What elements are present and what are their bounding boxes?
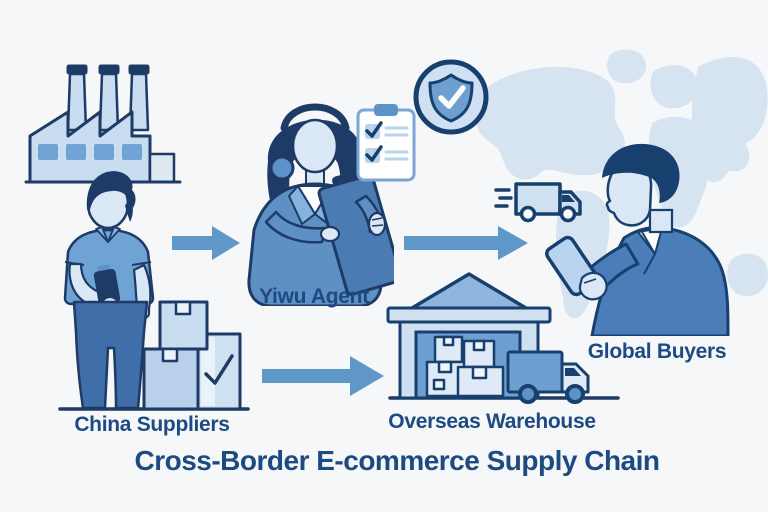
shield-check-badge: [410, 56, 492, 138]
headset-icon: [280, 103, 350, 132]
supplier-person: [50, 166, 175, 412]
delivery-van-icon: [492, 174, 590, 230]
shipping-boxes-icon: [140, 296, 244, 414]
buyer-person: [538, 136, 768, 336]
handheld-device-icon: [93, 264, 121, 306]
agent-person: [238, 84, 394, 306]
factory-icon: [22, 58, 200, 184]
checklist-icon: [354, 102, 418, 184]
label-overseas-warehouse: Overseas Warehouse: [388, 410, 596, 433]
arrow-right-icon: [262, 352, 386, 400]
label-china-suppliers: China Suppliers: [74, 413, 230, 436]
label-global-buyers: Global Buyers: [587, 340, 727, 363]
warehouse-icon: [386, 270, 552, 402]
truck-icon: [504, 344, 596, 408]
page-title: Cross-Border E-commerce Supply Chain: [134, 445, 660, 476]
arrow-right-icon: [404, 224, 530, 262]
arrow-right-icon: [172, 224, 242, 262]
label-yiwu-agent: Yiwu Agent: [259, 285, 369, 308]
clipboard-icon: [317, 171, 394, 296]
